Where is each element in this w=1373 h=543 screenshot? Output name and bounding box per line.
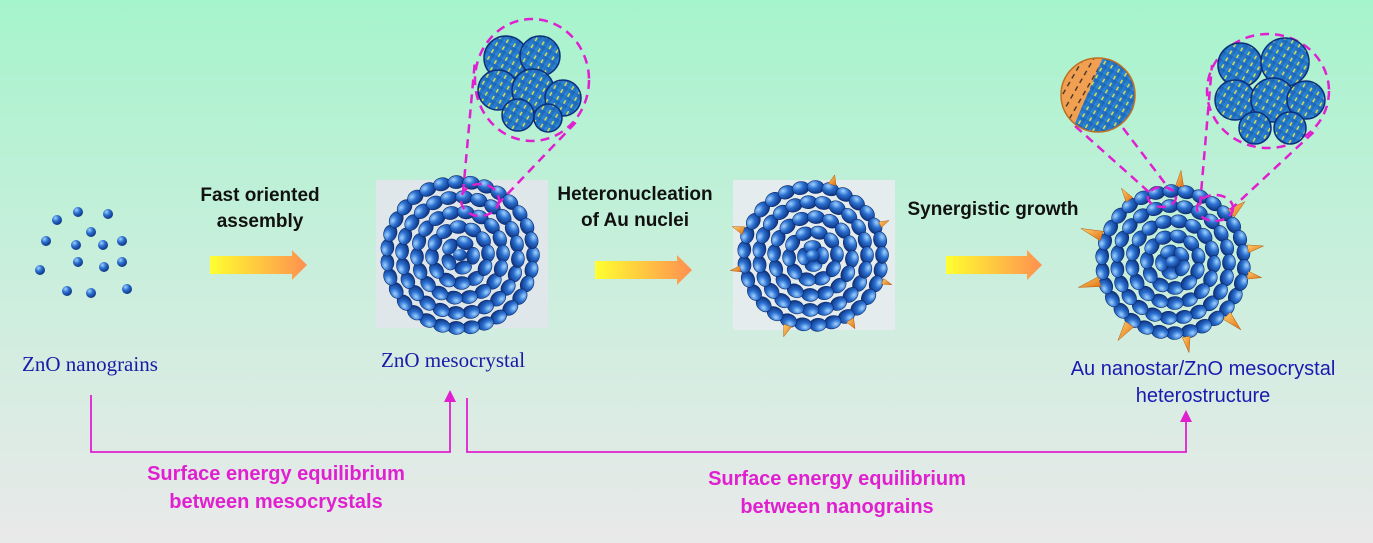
equilibrium1-line1: Surface energy equilibrium (147, 463, 405, 485)
zoom-callout-interface (1074, 125, 1178, 209)
zoom-callout-mesocrystal (459, 17, 591, 218)
label-heterostructure-line1: Au nanostar/ZnO mesocrystal (1070, 358, 1336, 380)
mesocrystal-grain (840, 265, 856, 283)
au-nanospike (881, 278, 893, 285)
mesocrystal-grain (1193, 283, 1210, 299)
au-nanospike (1080, 228, 1104, 242)
equilibrium-connector-nanograins (466, 398, 1187, 453)
label-heterostructure: Au nanostar/ZnO mesocrystal heterostruct… (1038, 356, 1368, 410)
zno-nanograins-cluster (35, 207, 132, 298)
equilibrium-between-nanograins: Surface energy equilibrium between nanog… (665, 465, 1009, 521)
au-nanospike (1120, 187, 1134, 203)
mesocrystal-grain (526, 246, 540, 264)
mesocrystal-grain (453, 249, 467, 261)
nanograin (71, 240, 81, 250)
nanograin (99, 262, 109, 272)
au-nanospike (783, 323, 792, 338)
label-zno-nanograins: ZnO nanograins (22, 352, 158, 376)
zoom-detail-mesocrystal (477, 35, 582, 133)
label-zno-mesocrystal: ZnO mesocrystal (381, 348, 526, 372)
au-zno-heterostructure (1078, 170, 1264, 353)
au-nanospike (1078, 276, 1102, 288)
step-synergistic-growth: Synergistic growth (907, 199, 1079, 220)
mesocrystal-grain (875, 246, 889, 264)
step2-line2: of Au nuclei (580, 210, 690, 231)
nanograin (62, 286, 72, 296)
au-nanospike (1175, 170, 1184, 187)
nanograin (117, 236, 127, 246)
step-fast-oriented-assembly: Fast oriented assembly (175, 183, 345, 235)
mesocrystal-with-au-nuclei (729, 174, 893, 338)
mesocrystal-grain (806, 180, 825, 194)
mesocrystal-grain (493, 259, 508, 277)
mesocrystal-grain (1180, 275, 1197, 291)
step1-line2: assembly (216, 211, 304, 232)
au-nanospike (846, 317, 856, 330)
zoom-detail-nanograins (1214, 37, 1326, 145)
au-nanospike (1246, 270, 1263, 280)
zoom-callout-nanograins (1195, 32, 1331, 223)
nanograin (98, 240, 108, 250)
au-nanospike (1117, 321, 1134, 341)
nanograin (73, 207, 83, 217)
step2-line1: Heteronucleation (557, 184, 713, 205)
mesocrystal-grain (496, 244, 510, 263)
nanograin (86, 288, 96, 298)
au-nanospike (729, 265, 741, 273)
process-arrow-2 (595, 255, 692, 285)
au-nanospike (1181, 335, 1191, 353)
zno-mesocrystal (380, 175, 540, 335)
mesocrystal-grain (1165, 326, 1184, 340)
mesocrystal-grain (454, 260, 472, 275)
au-nanospike (1246, 244, 1264, 254)
mesocrystal-grain (806, 250, 820, 262)
connector-arrowhead-2 (1180, 410, 1192, 422)
nanograin (117, 257, 127, 267)
mesocrystal-grain (410, 247, 424, 266)
nanograin (35, 265, 45, 275)
au-nanospike (878, 220, 890, 228)
equilibrium2-line1: Surface energy equilibrium (708, 468, 966, 490)
equilibrium1-line2: between mesocrystals (169, 491, 383, 513)
au-nanospike (1222, 311, 1242, 331)
connector-arrowhead-1 (444, 390, 456, 402)
step1-line1: Fast oriented (200, 185, 320, 206)
mesocrystal-grain (1234, 273, 1248, 291)
mesocrystal-grain (1166, 256, 1180, 268)
mesocrystal-grain (1213, 283, 1228, 300)
nanograin (103, 209, 113, 219)
mesocrystal-grain (825, 260, 841, 278)
equilibrium-connector-mesocrystals (90, 395, 451, 453)
au-nanospike (731, 226, 746, 235)
mesocrystal-grain (511, 250, 525, 268)
mesocrystal-grain (1222, 253, 1236, 272)
mesocrystal-grain (524, 231, 539, 250)
equilibrium-between-mesocrystals: Surface energy equilibrium between mesoc… (104, 460, 448, 516)
nanograin (122, 284, 132, 294)
process-arrow-1 (210, 250, 307, 280)
au-nanospike (827, 174, 837, 186)
process-arrow-3 (946, 250, 1042, 280)
mesocrystal-grain (456, 235, 474, 251)
mesocrystal-grain (477, 259, 493, 277)
zoom-detail-au-zno-interface (1060, 57, 1136, 133)
equilibrium2-line2: between nanograins (740, 496, 934, 518)
nanograin (52, 215, 62, 225)
label-heterostructure-line2: heterostructure (1135, 385, 1271, 407)
nanograin (73, 257, 83, 267)
nanograin (86, 227, 96, 237)
step-heteronucleation: Heteronucleation of Au nuclei (540, 182, 730, 234)
mesocrystal-grain (858, 261, 873, 279)
nanograin (41, 236, 51, 246)
